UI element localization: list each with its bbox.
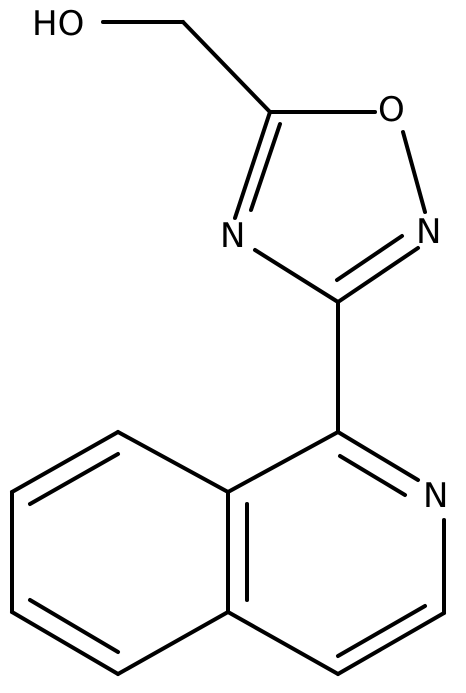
bond-c5-c4a (116, 610, 230, 676)
bond-c8a-c1 (226, 430, 340, 494)
bond-c6-c5 (10, 610, 120, 676)
bond-ch2-c5 (181, 20, 272, 114)
ring-oxygen-label: O (378, 90, 405, 130)
bond-n4-c5 (233, 110, 272, 220)
bond-c8-c7-inner (28, 452, 120, 506)
oxadiazole-n4-label: N (220, 216, 245, 256)
bond-c4iq-c4a (226, 610, 340, 676)
bond-c3iq-c4iq-inner (336, 604, 427, 658)
bond-o1-n2 (401, 130, 427, 214)
bond-c1-niq-inner (338, 454, 407, 497)
bond-n2-c3-inner (335, 234, 404, 282)
bond-c6-c5-inner (28, 598, 120, 654)
bond-c3-n4 (253, 248, 340, 304)
bond-c3iq-c4iq (336, 611, 446, 676)
bond-c8a-c8 (116, 430, 230, 494)
oxadiazole-n2-label: N (416, 212, 441, 252)
bond-c1-niq (336, 430, 420, 482)
bond-n2-c3 (336, 246, 420, 304)
bond-n4-c5-inner (249, 122, 282, 212)
bond-c8-c7 (10, 430, 120, 494)
hydroxyl-label: HO (32, 4, 84, 44)
isoquinoline-n-label: N (423, 476, 448, 516)
